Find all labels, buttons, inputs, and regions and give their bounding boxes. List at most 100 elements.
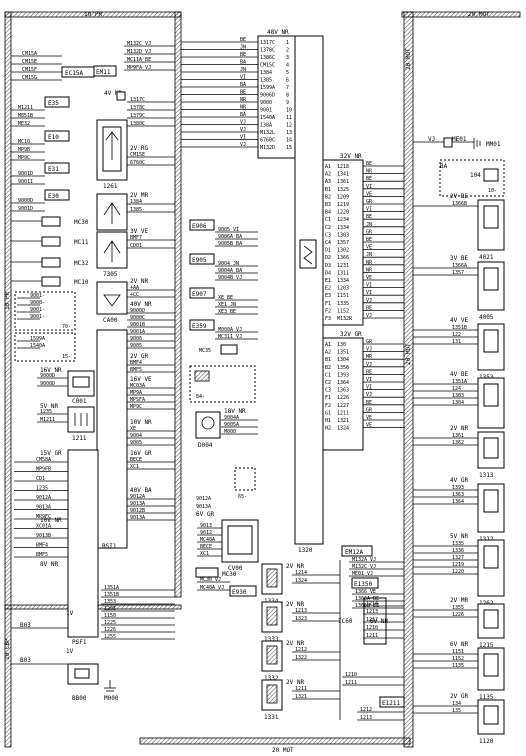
cn32-color-label: VE <box>366 191 372 197</box>
cn48-color-label: BE <box>240 37 246 43</box>
c1331-header: 2V NR <box>286 679 304 686</box>
em11-box <box>93 65 117 77</box>
wire-label-bsi_d_w: MC03A <box>130 383 145 389</box>
psf-tv-header: 1V <box>66 610 74 617</box>
wire-label-e359_w: M000A VJ <box>218 327 242 333</box>
cn32-pin-label: A1 <box>325 164 331 170</box>
wire-label-r1313: 1362 <box>452 440 464 446</box>
cn32-pin-label: B2 <box>325 194 331 200</box>
cn48-color-label: JN <box>240 45 246 51</box>
c7308-switch-icon <box>103 202 121 224</box>
c1331-icon <box>266 684 278 704</box>
c1211-label: 1211 <box>72 435 87 442</box>
lower-middle: 1334 1333 1332 1331 2V NR 2V NR 2V NR 2V… <box>261 545 405 721</box>
wire-label-e905_w: 9004B VJ <box>218 275 242 281</box>
wire-label-r4021: 1366B <box>452 201 467 207</box>
wire-label-bsi_e_w: XE <box>130 426 136 432</box>
cn32-pin-label: A2 <box>325 172 331 178</box>
cn32g-pin-label: C3 <box>325 388 331 394</box>
cn32-pin-label: D3 <box>325 263 331 269</box>
wire-label-e1350_w: 1366B BE <box>355 603 379 609</box>
c70-label: 70- <box>62 324 71 330</box>
cn48-pin-label: 13 <box>286 130 292 136</box>
wire-label-e907_w: XE3 BE <box>218 309 236 315</box>
wire-label-ic60_w: 1212 <box>366 617 378 623</box>
wires: CM15ACM15ECM15FCM15GM1211M851BME32MC10MP… <box>11 37 478 721</box>
wire-label-c1261_w: 1378C <box>130 105 145 111</box>
em11-label: EM11 <box>96 69 111 76</box>
wire-label-e905_w: 9004A BA <box>218 268 242 274</box>
wire-label-r1135: 1135 <box>452 663 464 669</box>
cn32-wire-label: 1341 <box>337 172 349 178</box>
e907-box <box>189 287 215 299</box>
cn32-pin-label: B3 <box>325 202 331 208</box>
cn32-pin-label: C4 <box>325 240 331 246</box>
cn32-color-label: JN <box>366 252 372 258</box>
cn48-pin-label: 11 <box>286 115 292 121</box>
wire-label-e907_w: XE1 JN <box>218 302 236 308</box>
em11-marker <box>116 91 126 101</box>
cn32-color-label: GR <box>366 229 373 235</box>
wire-label-wires_b: ME32 <box>18 121 30 127</box>
cn48-wire-label: 1378C <box>260 48 275 54</box>
m000-label: M000 <box>104 695 119 702</box>
c1120-header: 2V GR <box>450 693 468 700</box>
wire-label-cv00_w: BECE <box>200 544 212 550</box>
cv00-fuse-a: 9012A <box>196 496 211 502</box>
cn32-wire-label: 1220 <box>337 210 349 216</box>
e1350-box <box>351 577 379 589</box>
wire-label-e906_w: 9005 VI <box>218 227 239 233</box>
wire-label-cv00_w: 9013 <box>200 523 212 529</box>
cn48-pin-label: 14 <box>286 138 292 144</box>
cn32g-wire-label: 1321 <box>337 418 349 424</box>
wire-label-psf_w: 1351A <box>104 585 119 591</box>
cn32g-color-label: VJ <box>366 392 372 398</box>
c001-label: C001 <box>72 398 87 405</box>
wire-label-r1135: 1152 <box>452 656 464 662</box>
c1312-icon <box>483 489 499 513</box>
wire-label-psf_w: 1225 <box>104 620 116 626</box>
wire-label-wires_a: CM15F <box>22 67 37 73</box>
wire-label-bsi-left: CD1 <box>36 476 45 482</box>
c1135-icon <box>483 653 499 677</box>
bsi-g-header: 40V BA <box>130 487 152 494</box>
cn48-color-label: JN <box>240 67 246 73</box>
cn32-wire-label: 1234 <box>337 217 349 223</box>
e930-box <box>229 585 257 597</box>
battery-icon <box>74 668 90 679</box>
cn32g-pin-label: H2 <box>325 426 331 432</box>
cn48-pin-label: 5 <box>286 70 289 76</box>
e30-label: E30 <box>48 193 59 200</box>
cn48-pin-label: 12 <box>286 123 292 129</box>
wire-label-c001_w: 9000D <box>40 381 55 387</box>
cn32g-color-label: BE <box>366 369 372 375</box>
cn48-wire-label: 9001 <box>260 108 272 114</box>
wire-label-em11_w: M132D VJ <box>127 49 151 55</box>
e905-label: E905 <box>192 257 207 264</box>
wire-label-cv00_w: XC1 <box>200 551 209 557</box>
cn32-wire-label: 1357 <box>337 240 349 246</box>
wire-label-f70: 9001- <box>30 307 45 313</box>
wire-label-bsi-left: MP9FC <box>36 514 51 520</box>
bus-label-left: 10 PR <box>4 292 11 310</box>
cn32-pin-label: E3 <box>325 293 331 299</box>
wire-label-c7305_w: 1385 <box>130 207 142 213</box>
bus-right <box>403 11 414 748</box>
wire-label-wires_a: CM15E <box>22 59 37 65</box>
cn32-wire-label: 1311 <box>337 270 349 276</box>
mc311-conn <box>220 344 238 355</box>
wire-label-c7305_w: 1384 <box>130 199 142 205</box>
cn48-pin-label: 15 <box>286 145 292 151</box>
wire-label-r1262: 1219 <box>452 562 464 568</box>
c1332-label: 1332 <box>264 675 279 682</box>
cn48-wire-label: 1540A <box>260 115 275 121</box>
cn32-wire-label: 1209 <box>337 194 349 200</box>
cn32-color-label: NR <box>366 267 373 273</box>
wire-label-cca00_w: CD01 <box>130 243 142 249</box>
cn32-color-label: VJ <box>366 298 372 304</box>
cn48-wire-label: 1599A <box>260 85 275 91</box>
cn32-pin-label: C1 <box>325 217 331 223</box>
bus-bottom <box>139 737 411 745</box>
cn48-wire-label: 1385 <box>260 78 272 84</box>
wire-label-psf_w: 1353 <box>104 599 116 605</box>
